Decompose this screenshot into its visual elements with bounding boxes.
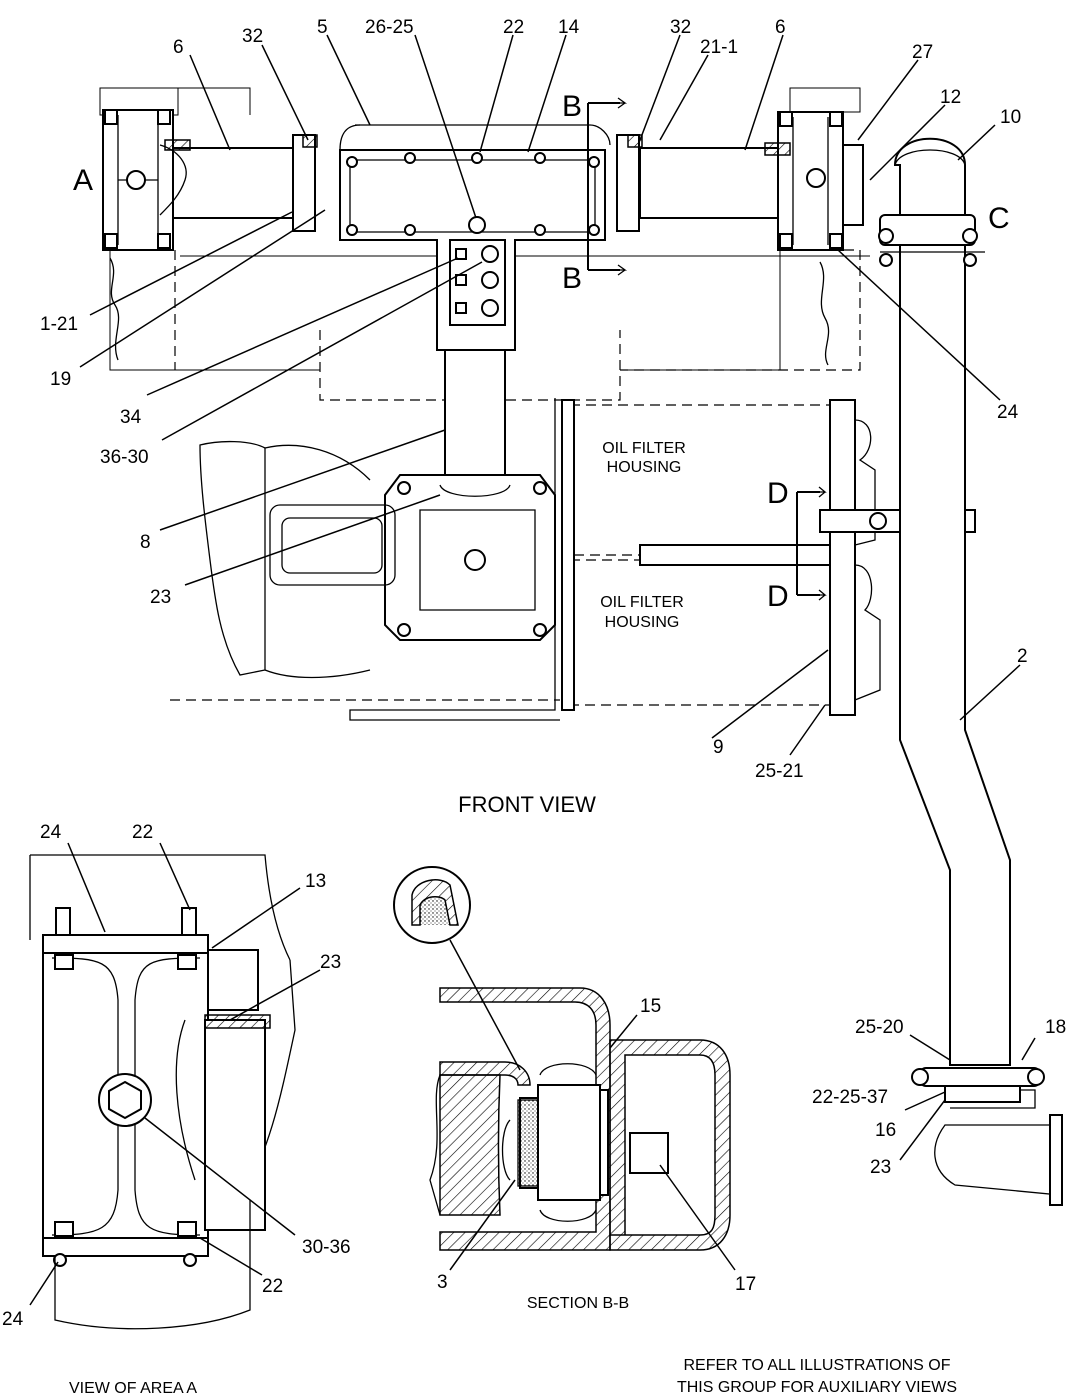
callout-12: 12 (940, 87, 961, 108)
callout-14: 14 (558, 17, 580, 38)
callout-24: 24 (997, 402, 1019, 423)
view-letter-a: A (73, 164, 93, 197)
housing-label-1-line2: HOUSING (607, 459, 682, 476)
section-bb-callout-3: 3 (437, 1272, 448, 1293)
housing-label-2-line2: HOUSING (605, 614, 680, 631)
callout-32-left: 32 (242, 26, 263, 47)
callout-18: 18 (1045, 1017, 1066, 1038)
housing-label-2-line1: OIL FILTER (600, 594, 684, 611)
callout-26-25: 26-25 (365, 17, 414, 38)
callout-23: 23 (150, 587, 171, 608)
callout-10: 10 (1000, 107, 1021, 128)
area-a-callout-13: 13 (305, 871, 326, 892)
callout-6-right: 6 (775, 17, 786, 38)
return-pipe (893, 137, 1011, 1066)
section-bb-callout-17: 17 (735, 1274, 756, 1295)
section-bb-caption: SECTION B-B (527, 1295, 629, 1312)
view-letter-c: C (988, 202, 1010, 235)
right-clamp-block (764, 111, 864, 251)
left-clamp-block (102, 109, 191, 251)
callout-21-1: 21-1 (700, 37, 738, 58)
callout-23-lower: 23 (870, 1157, 891, 1178)
callout-19: 19 (50, 369, 71, 390)
view-letter-b-top: B (562, 90, 582, 123)
area-a-callout-30-36: 30-36 (302, 1237, 351, 1258)
view-letter-d-top: D (767, 477, 789, 510)
section-bb-callout-15: 15 (640, 996, 661, 1017)
callout-1-21: 1-21 (40, 314, 78, 335)
view-letter-b-bottom: B (562, 262, 582, 295)
area-a-callout-24-bottom: 24 (2, 1309, 24, 1330)
callout-27: 27 (912, 42, 933, 63)
front-view (79, 34, 1063, 1206)
callout-16: 16 (875, 1120, 896, 1141)
callout-9: 9 (713, 737, 724, 758)
callout-36-30: 36-30 (100, 447, 149, 468)
note-line-1: REFER TO ALL ILLUSTRATIONS OF (683, 1357, 950, 1374)
down-pipe (444, 349, 506, 491)
callout-2: 2 (1017, 646, 1028, 667)
callout-25-21: 25-21 (755, 761, 804, 782)
callout-32-right: 32 (670, 17, 691, 38)
area-a-callout-22-bottom: 22 (262, 1276, 283, 1297)
labels: 6 32 5 26-25 22 14 32 21-1 6 27 12 10 1-… (2, 17, 1066, 1397)
lower-clamp (911, 1067, 1063, 1206)
callout-34: 34 (120, 407, 142, 428)
front-view-caption: FRONT VIEW (458, 792, 596, 817)
callout-8: 8 (140, 532, 151, 553)
t-manifold (339, 124, 611, 351)
callout-6-left: 6 (173, 37, 184, 58)
callout-5: 5 (317, 17, 328, 38)
view-letter-d-bottom: D (767, 580, 789, 613)
area-a-callout-24-top: 24 (40, 822, 62, 843)
clamp-c (878, 214, 985, 267)
housing-label-1-line1: OIL FILTER (602, 440, 686, 457)
right-tube (639, 147, 786, 219)
oil-filter-housing (349, 398, 881, 721)
callout-22: 22 (503, 17, 524, 38)
callout-25-20: 25-20 (855, 1017, 904, 1038)
area-a-caption: VIEW OF AREA A (69, 1380, 197, 1397)
area-a-callout-22-top: 22 (132, 822, 153, 843)
callout-22-25-37: 22-25-37 (812, 1087, 888, 1108)
section-bb (393, 866, 736, 1271)
area-a-callout-23: 23 (320, 952, 341, 973)
note-line-2: THIS GROUP FOR AUXILIARY VIEWS (677, 1379, 957, 1396)
view-area-a (29, 842, 321, 1330)
